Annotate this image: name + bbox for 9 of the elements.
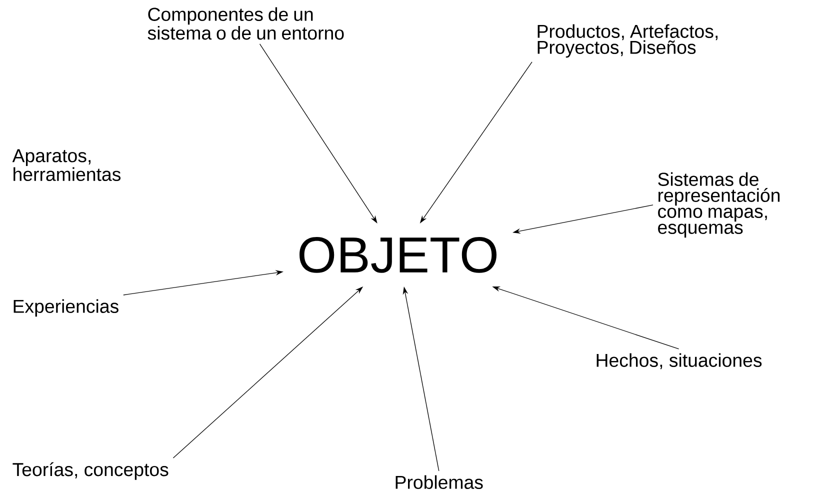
topic-label: Experiencias xyxy=(14,299,118,317)
topic-label: Productos, Artefactos, Proyectos, Diseños xyxy=(538,24,718,58)
topic-label: Hechos, situaciones xyxy=(596,353,762,370)
topic-label: Teorías, conceptos xyxy=(12,462,168,480)
topic-label: Componentes de un sistema o de un entorno xyxy=(148,7,344,40)
topic-label: Problemas xyxy=(396,475,483,489)
center-word: OBJETO xyxy=(300,237,496,273)
topic-label: Sistemas de representación como mapas, esquemas xyxy=(658,172,780,238)
topic-label: Aparatos, herramientas xyxy=(12,149,121,182)
